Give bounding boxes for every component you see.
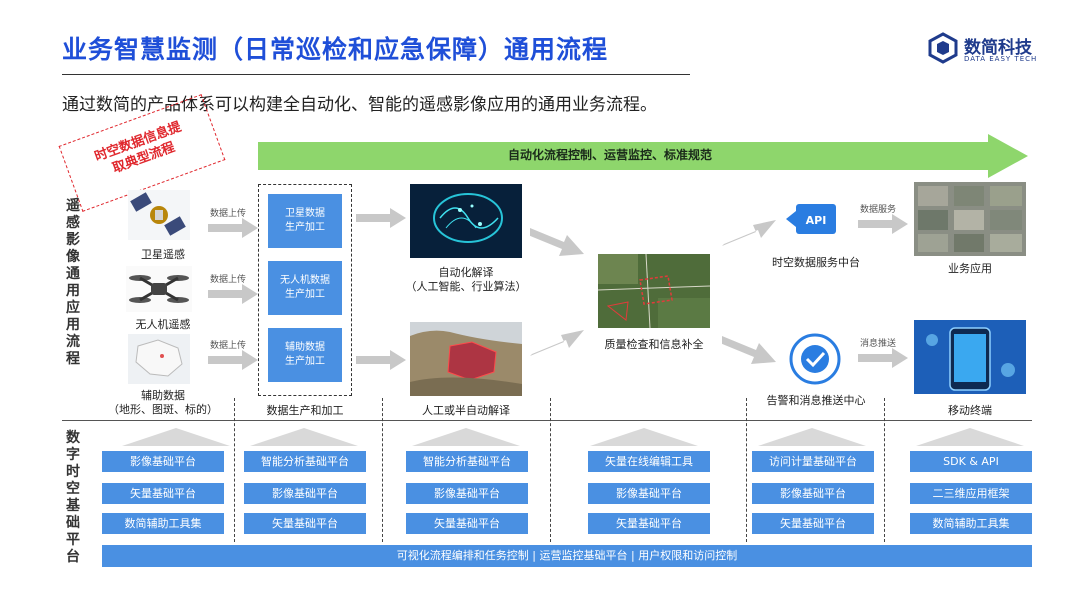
api-icon: API bbox=[786, 204, 836, 234]
platform-c2-r3: 矢量基础平台 bbox=[244, 513, 366, 534]
satellite-processing-box: 卫星数据生产加工 bbox=[268, 194, 342, 248]
source-aux-caption: 辅助数据 bbox=[141, 389, 185, 402]
automation-banner-arrow bbox=[258, 134, 1028, 178]
aux-processing-box: 辅助数据生产加工 bbox=[268, 328, 342, 382]
processing-group bbox=[258, 184, 352, 396]
quality-caption: 质量检查和信息补全 bbox=[604, 338, 704, 351]
title-divider bbox=[62, 74, 690, 75]
platform-c3-r2: 影像基础平台 bbox=[406, 483, 528, 504]
platform-up-arrow-6 bbox=[916, 428, 1024, 446]
platform-c4-r2: 影像基础平台 bbox=[588, 483, 710, 504]
platform-c6-r2: 二三维应用框架 bbox=[910, 483, 1032, 504]
platform-up-arrow-4 bbox=[590, 428, 698, 446]
aux-processing-line1: 辅助数据 bbox=[285, 342, 325, 353]
arrow-api-to-business bbox=[858, 214, 908, 234]
aux-processing-line2: 生产加工 bbox=[285, 356, 325, 367]
mobile-terminal-image bbox=[914, 320, 1026, 394]
upload-arrow-3 bbox=[208, 350, 258, 370]
platform-c2-r2: 影像基础平台 bbox=[244, 483, 366, 504]
platform-c5-r3: 矢量基础平台 bbox=[752, 513, 874, 534]
arrow-to-manual-interpret bbox=[356, 350, 406, 370]
arrow-to-auto-interpret bbox=[356, 208, 406, 228]
flow-label-upload-1: 数据上传 bbox=[210, 209, 247, 219]
platform-c5-r2: 影像基础平台 bbox=[752, 483, 874, 504]
platform-c6-r1: SDK & API bbox=[910, 451, 1032, 472]
mobile-terminal-caption: 移动终端 bbox=[948, 404, 992, 417]
drone-processing-line2: 生产加工 bbox=[285, 289, 325, 300]
platform-c1-r3: 数简辅助工具集 bbox=[102, 513, 224, 534]
platform-c3-r3: 矢量基础平台 bbox=[406, 513, 528, 534]
ai-brain-image bbox=[410, 184, 522, 258]
logo-icon bbox=[928, 32, 958, 64]
api-icon-text: API bbox=[806, 214, 827, 227]
manual-interpret-caption: 人工或半自动解译 bbox=[422, 404, 510, 417]
column-separator-2 bbox=[382, 398, 383, 542]
manual-interpret-image bbox=[410, 322, 522, 396]
flow-label-upload-3: 数据上传 bbox=[210, 341, 247, 351]
arrow-alert-to-mobile bbox=[858, 348, 908, 368]
platform-up-arrow-2 bbox=[250, 428, 358, 446]
arrow-auto-to-quality bbox=[530, 228, 584, 256]
flow-label-upload-2: 数据上传 bbox=[210, 275, 247, 285]
auxiliary-map-image bbox=[128, 334, 190, 384]
platform-c5-r1: 访问计量基础平台 bbox=[752, 451, 874, 472]
business-app-image bbox=[914, 182, 1026, 256]
api-service-caption: 时空数据服务中台 bbox=[772, 256, 860, 269]
satellite-image bbox=[128, 190, 190, 240]
page-title: 业务智慧监测（日常巡检和应急保障）通用流程 bbox=[62, 35, 609, 64]
quality-check-image bbox=[598, 254, 710, 328]
auto-interpret-caption: 自动化解译 bbox=[438, 266, 494, 279]
source-aux-caption-detail: （地形、图斑、标的） bbox=[108, 403, 218, 416]
column-separator-3 bbox=[550, 398, 551, 542]
logo-tagline: DATA EASY TECH bbox=[964, 55, 1038, 63]
satellite-processing-line2: 生产加工 bbox=[285, 222, 325, 233]
platform-c2-r1: 智能分析基础平台 bbox=[244, 451, 366, 472]
arrow-manual-to-quality bbox=[530, 330, 584, 356]
platform-c1-r1: 影像基础平台 bbox=[102, 451, 224, 472]
side-label-platform: 数字时空基础平台 bbox=[66, 430, 80, 565]
satellite-processing-line1: 卫星数据 bbox=[285, 208, 325, 219]
business-app-caption: 业务应用 bbox=[948, 262, 992, 275]
logo-name: 数简科技 bbox=[964, 38, 1032, 58]
source-satellite-caption: 卫星遥感 bbox=[141, 248, 185, 261]
platform-up-arrow-3 bbox=[412, 428, 520, 446]
drone-processing-box: 无人机数据生产加工 bbox=[268, 261, 342, 315]
upload-arrow-1 bbox=[208, 218, 258, 238]
platform-c1-r2: 矢量基础平台 bbox=[102, 483, 224, 504]
bottom-platform-bar: 可视化流程编排和任务控制 | 运营监控基础平台 | 用户权限和访问控制 bbox=[102, 545, 1032, 567]
alert-center-caption: 告警和消息推送中心 bbox=[766, 394, 866, 407]
arrow-quality-to-api bbox=[722, 220, 776, 246]
flow-label-data-service: 数据服务 bbox=[860, 205, 897, 215]
platform-up-arrow-1 bbox=[122, 428, 230, 446]
platform-c4-r1: 矢量在线编辑工具 bbox=[588, 451, 710, 472]
platform-up-arrow-5 bbox=[758, 428, 866, 446]
banner-label: 自动化流程控制、运营监控、标准规范 bbox=[507, 148, 712, 162]
flow-label-message-push: 消息推送 bbox=[860, 339, 897, 349]
platform-c6-r3: 数简辅助工具集 bbox=[910, 513, 1032, 534]
section-divider bbox=[62, 420, 1032, 421]
platform-c3-r1: 智能分析基础平台 bbox=[406, 451, 528, 472]
source-drone-caption: 无人机遥感 bbox=[135, 318, 191, 331]
alert-center-icon bbox=[789, 333, 841, 385]
auto-interpret-detail: （人工智能、行业算法） bbox=[405, 280, 527, 293]
column-separator-4 bbox=[746, 398, 747, 542]
drone-image bbox=[126, 266, 192, 312]
drone-processing-line1: 无人机数据 bbox=[280, 275, 330, 286]
processing-caption: 数据生产和加工 bbox=[266, 404, 344, 417]
column-separator-5 bbox=[884, 398, 885, 542]
arrow-quality-to-alert bbox=[722, 336, 776, 364]
platform-c4-r3: 矢量基础平台 bbox=[588, 513, 710, 534]
column-separator-1 bbox=[234, 398, 235, 542]
page-subtitle: 通过数简的产品体系可以构建全自动化、智能的遥感影像应用的通用业务流程。 bbox=[62, 95, 657, 115]
upload-arrow-2 bbox=[208, 284, 258, 304]
side-label-process: 遥感影像通用应用流程 bbox=[66, 198, 80, 367]
